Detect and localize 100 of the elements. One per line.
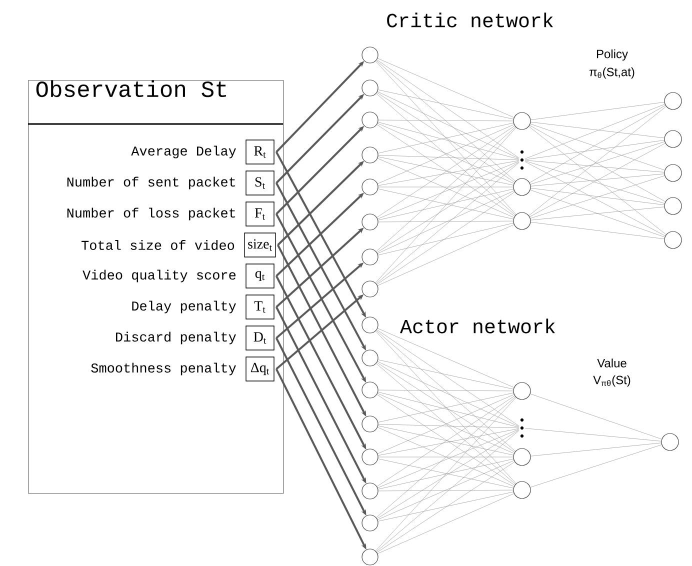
connection-line <box>530 102 664 120</box>
connection-line <box>376 362 515 452</box>
neuron-circle <box>513 481 531 499</box>
output-label: π$_{θ}$(St,at) <box>590 67 634 79</box>
connection-line <box>377 460 514 520</box>
feature-label: Discard penalty <box>116 332 236 344</box>
neuron-circle <box>362 280 378 298</box>
connection-line <box>376 462 515 553</box>
connection-line <box>377 224 514 286</box>
connection-line <box>376 162 519 284</box>
neuron-circle <box>362 548 378 566</box>
connection-line <box>378 490 514 492</box>
ellipsis-dots <box>520 418 524 438</box>
ellipsis-dots <box>520 150 524 170</box>
connection-line <box>378 186 514 188</box>
connection-line <box>525 162 666 236</box>
neuron-circle <box>362 248 378 266</box>
neuron-circle <box>362 80 378 96</box>
neuron-circle <box>664 130 682 148</box>
connection-line <box>530 442 662 456</box>
connection-line <box>376 126 516 252</box>
connection-line <box>378 156 514 186</box>
connection-line <box>530 174 664 186</box>
connection-line <box>377 361 519 427</box>
connection-line <box>378 120 514 122</box>
connection-line <box>378 160 519 186</box>
feature-box: size$_{t}$ <box>244 232 276 258</box>
output-label: Policy <box>597 49 628 61</box>
connection-line <box>377 91 519 159</box>
connection-line <box>376 60 519 158</box>
output-label: V$_{πθ}$(St) <box>593 375 630 387</box>
connection-line <box>377 493 514 554</box>
neuron-circle <box>664 231 682 249</box>
connection-line <box>530 122 664 138</box>
feature-label: Video quality score <box>82 270 236 282</box>
feature-label: Average Delay <box>131 146 236 158</box>
network-title: Critic network <box>387 12 553 28</box>
connection-line <box>378 90 514 120</box>
connection-line <box>378 360 514 390</box>
connection-line <box>378 390 514 392</box>
neuron-circle <box>362 416 378 432</box>
neuron-circle <box>513 448 531 466</box>
neuron-circle <box>513 212 531 230</box>
connection-line <box>376 162 519 253</box>
connection-line <box>529 125 666 202</box>
connection-line <box>378 155 519 160</box>
connection-line <box>378 456 514 458</box>
connection-line <box>530 222 664 240</box>
feature-label: Number of sent packet <box>67 176 236 190</box>
neuron-circle <box>362 514 378 532</box>
connection-line <box>525 428 662 442</box>
neuron-circle <box>362 46 378 64</box>
connection-line <box>525 160 664 172</box>
feature-label: Number of loss packet <box>67 208 236 220</box>
connection-line <box>530 143 666 217</box>
connection-line <box>376 430 519 552</box>
connection-line <box>376 363 516 484</box>
neuron-circle <box>513 382 531 400</box>
neuron-circle <box>362 112 378 128</box>
connection-line <box>529 105 666 183</box>
connection-line <box>528 126 666 235</box>
neuron-circle <box>362 178 378 196</box>
neuron-circle <box>362 350 378 366</box>
connection-line <box>378 392 514 422</box>
neuron-circle <box>362 214 378 230</box>
feature-box: Δq$_{t}$ <box>246 356 274 382</box>
connection-line <box>378 492 514 522</box>
feature-box: R$_{t}$ <box>246 140 274 164</box>
connection-line <box>378 220 514 222</box>
neuron-circle <box>513 178 531 196</box>
feature-box: F$_{t}$ <box>246 202 274 226</box>
neuron-circle <box>664 197 682 215</box>
connection-line <box>376 329 519 426</box>
connection-line <box>528 106 666 216</box>
feature-box: D$_{t}$ <box>246 326 274 350</box>
connection-line <box>377 328 514 388</box>
connection-line <box>378 392 519 428</box>
connection-line <box>375 127 516 284</box>
connection-line <box>376 93 516 216</box>
connection-line <box>376 330 516 452</box>
output-label: Value <box>597 358 626 368</box>
connection-line <box>377 190 514 254</box>
connection-line <box>530 444 662 488</box>
feature-label: Total size of video <box>82 240 234 250</box>
connection-line <box>530 124 665 170</box>
neuron-circle <box>362 146 378 164</box>
connection-line <box>375 330 516 484</box>
connection-line <box>530 394 662 440</box>
neuron-circle <box>661 433 679 451</box>
connection-line <box>375 397 516 552</box>
neuron-circle <box>664 164 682 182</box>
connection-line <box>376 430 519 519</box>
feature-label: Delay penalty <box>132 300 236 314</box>
connection-line <box>530 175 665 219</box>
network-title: Actor network <box>400 318 555 334</box>
connection-line <box>376 192 515 285</box>
connection-line <box>530 190 665 238</box>
neuron-circle <box>362 482 378 500</box>
connection-line <box>525 160 665 204</box>
feature-box: S$_{t}$ <box>246 170 274 196</box>
